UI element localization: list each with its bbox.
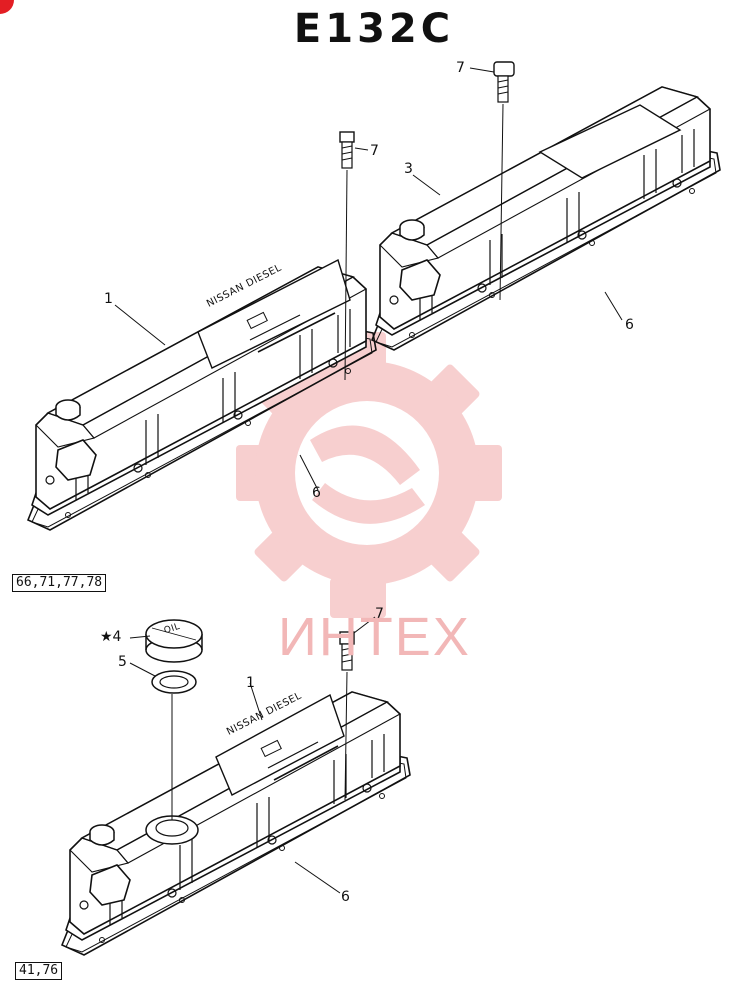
bolt-lower xyxy=(339,631,355,801)
callout-6-lower: 6 xyxy=(341,889,350,905)
callout-7-upper-right: 7 xyxy=(456,60,465,76)
callout-1-lower: 1 xyxy=(246,675,255,691)
callout-1-upper: 1 xyxy=(104,291,113,307)
callout-7-lower: 7 xyxy=(375,606,384,622)
watermark-text: ИНТЕХ xyxy=(278,607,471,667)
model-codes-upper: 66,71,77,78 xyxy=(12,574,107,593)
callout-6-upper-left: 6 xyxy=(312,485,321,501)
watermark-gear-icon xyxy=(236,332,502,618)
bolt-upper-right xyxy=(493,61,515,301)
oil-filler-opening xyxy=(145,815,199,845)
callout-7-upper-left: 7 xyxy=(370,143,379,159)
name-plate-upper xyxy=(197,258,351,369)
callout-4: ★4 xyxy=(100,629,122,645)
name-plate-lower xyxy=(215,693,345,796)
bolt-upper-left xyxy=(339,131,355,381)
model-codes-lower: 41,76 xyxy=(15,962,63,981)
callout-5: 5 xyxy=(118,654,127,670)
oil-filler-cap xyxy=(145,619,203,663)
diagram-title: E132C xyxy=(293,6,455,52)
callout-6-upper-right: 6 xyxy=(625,317,634,333)
name-plate-upper-right xyxy=(538,104,682,179)
seal-ring xyxy=(151,670,197,694)
callout-3: 3 xyxy=(404,161,413,177)
leader-lines xyxy=(114,67,623,894)
